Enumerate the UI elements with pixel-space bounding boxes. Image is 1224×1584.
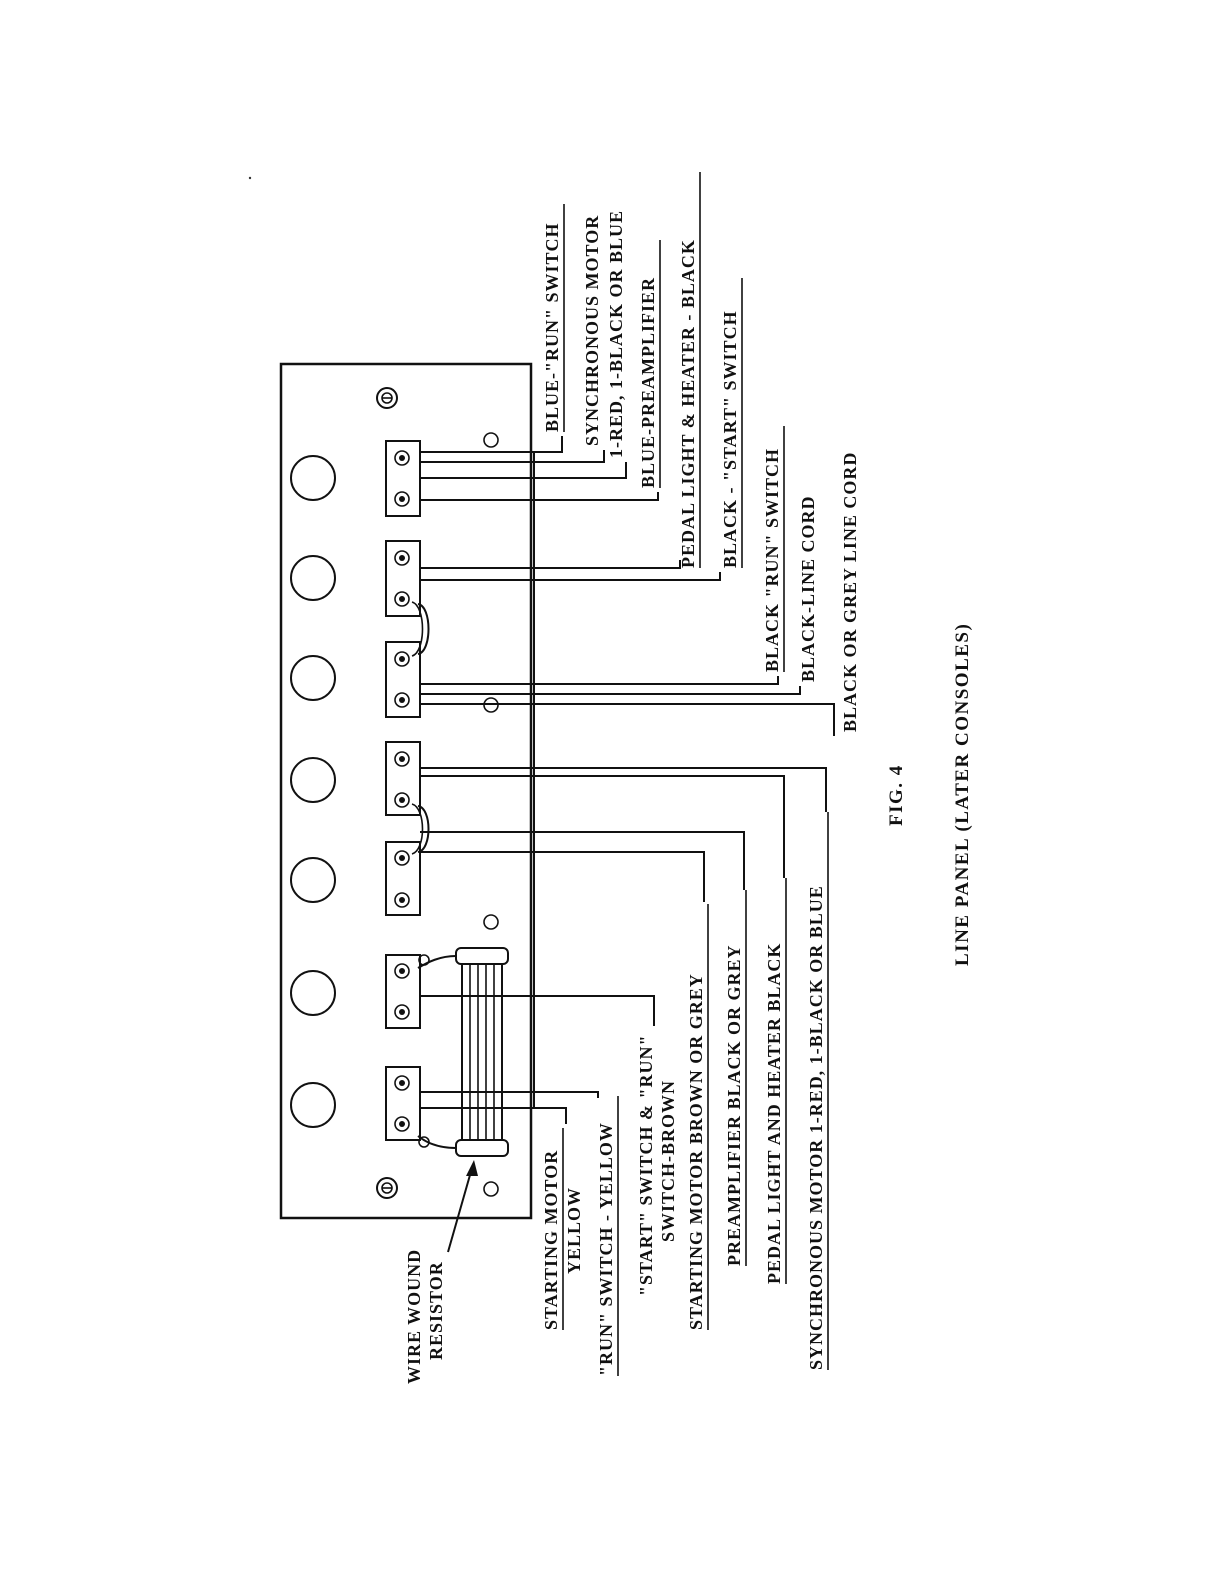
terminal-block (385, 641, 421, 718)
label-black-start-switch: BLACK - "START" SWITCH (720, 310, 740, 568)
panel-hole (290, 757, 336, 803)
label-pedal-light-heater-black-top: PEDAL LIGHT & HEATER - BLACK (678, 239, 698, 568)
label-black-run-switch: BLACK "RUN" SWITCH (762, 448, 782, 672)
panel-hole (290, 857, 336, 903)
label-synchronous-motor-top-1: SYNCHRONOUS MOTOR (582, 215, 602, 446)
line-panel-board (279, 362, 533, 1220)
terminal-block (385, 741, 421, 816)
label-black-grey-line-cord: BLACK OR GREY LINE CORD (840, 452, 860, 732)
terminal-block (385, 440, 421, 517)
label-starting-motor-yellow-1: STARTING MOTOR (541, 1150, 561, 1330)
speck (248, 176, 252, 180)
figure-number: FIG. 4 (886, 764, 907, 826)
label-start-run-switch-brown-2: SWITCH-BROWN (658, 1080, 678, 1242)
label-blue-preamplifier: BLUE-PREAMPLIFIER (638, 277, 658, 488)
panel-hole (290, 455, 336, 501)
panel-hole (290, 655, 336, 701)
jumper-links (411, 601, 430, 855)
resistor-label-line1: WIRE WOUND (404, 1249, 424, 1384)
terminal-block (385, 1066, 421, 1141)
bottom-label-wires (420, 767, 827, 1124)
resistor-pointer-arrow (447, 1160, 478, 1253)
label-start-run-switch-brown-1: "START" SWITCH & "RUN" (636, 1034, 656, 1296)
label-synchronous-motor-bottom: SYNCHRONOUS MOTOR 1-RED, 1-BLACK OR BLUE (806, 885, 826, 1370)
resistor-label-line2: RESISTOR (426, 1261, 446, 1360)
panel-hole (290, 1082, 336, 1128)
label-run-switch-yellow: "RUN" SWITCH - YELLOW (596, 1122, 616, 1376)
label-starting-motor-yellow-2: YELLOW (564, 1187, 584, 1274)
mounting-screw (376, 1177, 398, 1199)
label-starting-motor-brown-grey: STARTING MOTOR BROWN OR GREY (686, 973, 706, 1330)
terminal-blocks (385, 440, 421, 1141)
label-black-line-cord: BLACK-LINE CORD (798, 495, 818, 682)
terminal-block (385, 540, 421, 617)
label-pedal-light-heater-black: PEDAL LIGHT AND HEATER BLACK (764, 943, 784, 1284)
figure-caption: LINE PANEL (LATER CONSOLES) (952, 623, 973, 966)
panel-hole (290, 555, 336, 601)
panel-holes (290, 455, 336, 1128)
terminal-block (385, 954, 421, 1029)
label-preamplifier-black-grey: PREAMPLIFIER BLACK OR GREY (724, 944, 744, 1266)
label-synchronous-motor-top-2: 1-RED, 1-BLACK OR BLUE (606, 210, 626, 458)
mounting-screw (376, 387, 398, 409)
terminal-block (385, 841, 421, 916)
top-label-wires (420, 436, 835, 736)
label-blue-run-switch: BLUE-"RUN" SWITCH (542, 222, 562, 432)
panel-hole (290, 970, 336, 1016)
wire-wound-resistor (417, 947, 509, 1157)
